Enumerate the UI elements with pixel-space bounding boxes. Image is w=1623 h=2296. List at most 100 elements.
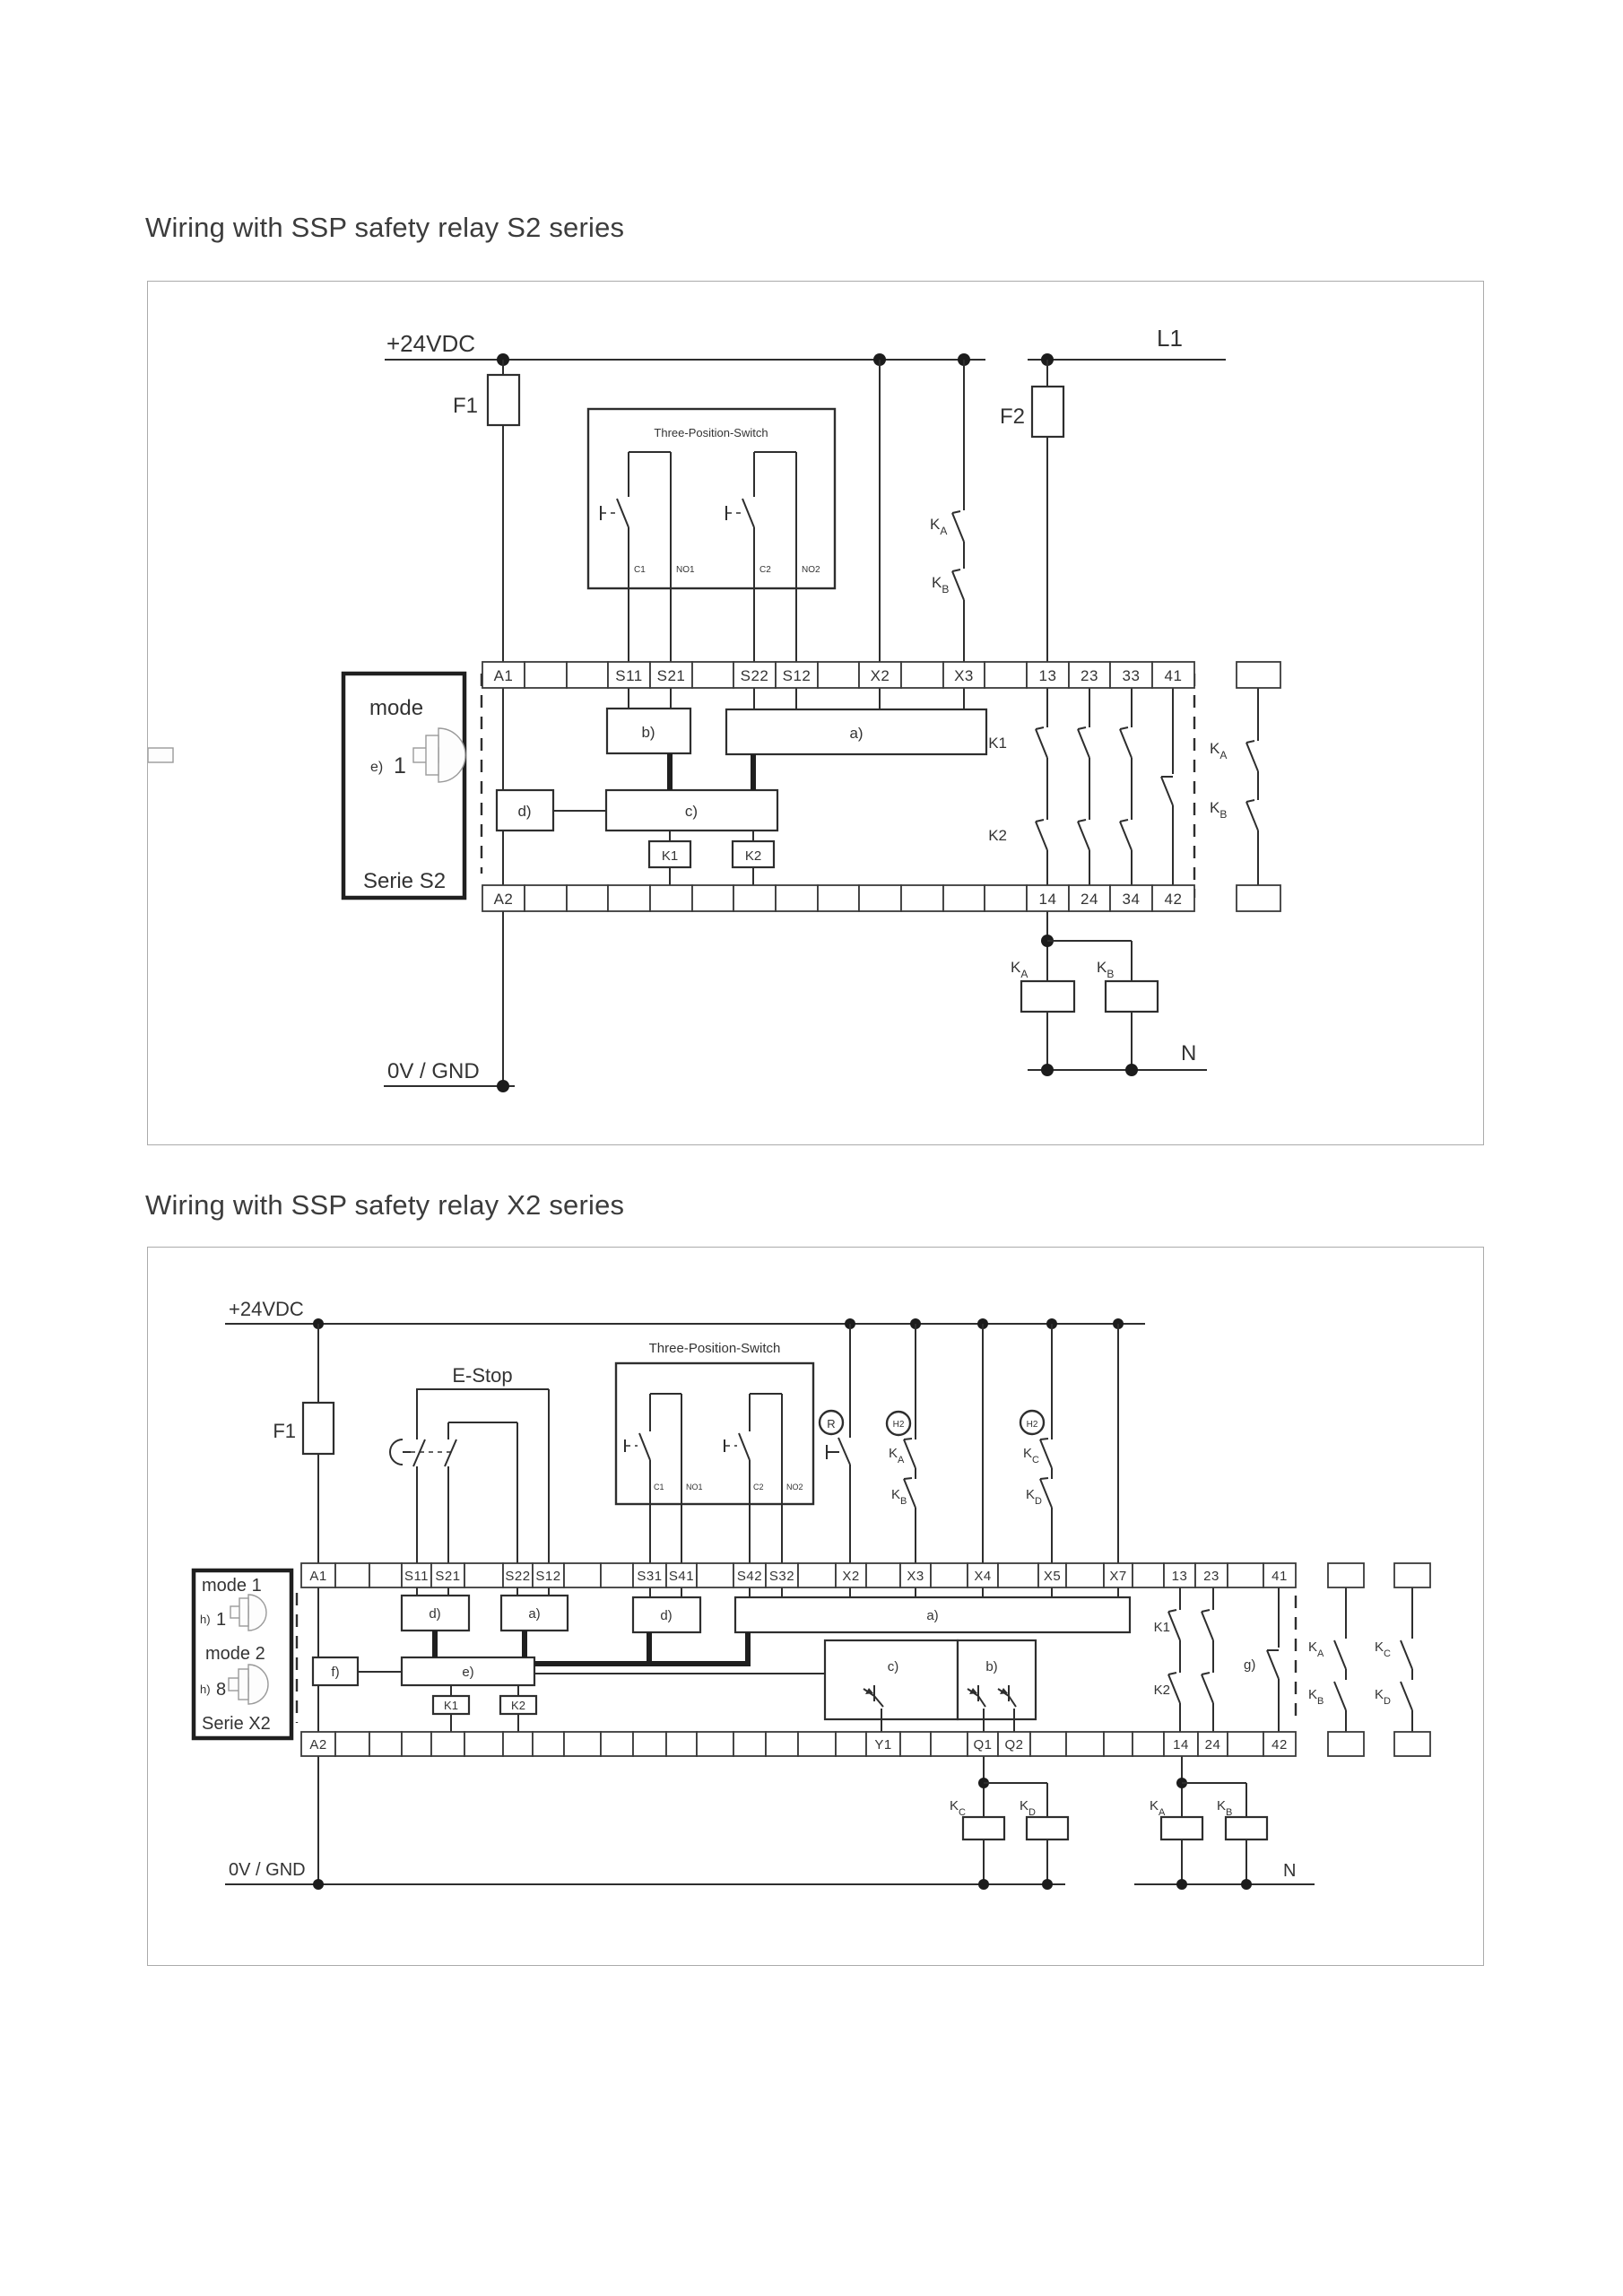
x2-gnd-rail: [225, 1756, 1065, 1890]
x2-terminal-blank: [369, 1562, 403, 1588]
x2-terminal-blank: [600, 1562, 634, 1588]
s2-block-b: [605, 707, 692, 755]
s2-label: +24VDC: [386, 330, 475, 357]
x2-contact-col-23: [1201, 1587, 1214, 1732]
x2-label: d): [660, 1608, 672, 1623]
x2-terminal-blank: [765, 1731, 799, 1757]
s2-label: e): [370, 760, 383, 775]
s2-terminal-33: [1109, 661, 1153, 689]
s2-tps-contact-1: [600, 451, 672, 588]
x2-contactor-label: KC: [950, 1798, 966, 1818]
x2-terminal-blank: [930, 1562, 968, 1588]
x2-terminal-blank: [600, 1731, 634, 1757]
s2-terminal-label-33: 33: [1123, 667, 1141, 684]
x2-label: +24VDC: [229, 1298, 304, 1320]
s2-label: K2: [745, 848, 761, 864]
x2-terminal-blank: [797, 1562, 837, 1588]
x2-label: h): [200, 1683, 211, 1696]
s2-terminal-blank: [817, 661, 860, 689]
x2-terminal-blank: [1103, 1731, 1133, 1757]
x2-reset-indicator-icon: [818, 1409, 845, 1436]
s2-contactor-label: KA: [1011, 959, 1028, 980]
x2-terminal-label-A1: A1: [309, 1569, 326, 1584]
x2-contactor-label: KB: [1308, 1687, 1324, 1707]
x2-terminal-label-S22: S22: [505, 1569, 530, 1584]
x2-floating-terminal: [1393, 1562, 1431, 1588]
s2-label: K1: [662, 848, 678, 864]
x2-block-f: [311, 1656, 360, 1687]
s2-terminal-label-X3: X3: [954, 667, 974, 684]
s2-terminal-label-A1: A1: [494, 667, 514, 684]
x2-reset-column: [818, 1324, 851, 1563]
x2-terminal-blank: [1227, 1562, 1264, 1588]
x2-transistor-icons: [863, 1685, 1017, 1708]
s2-gnd-rail: [384, 911, 515, 1092]
x2-label: g): [1244, 1657, 1255, 1673]
x2-terminal-blank: [502, 1731, 534, 1757]
x2-block-b: [956, 1639, 1037, 1721]
s2-terminal-blank: [524, 661, 568, 689]
x2-terminal-13: [1163, 1562, 1196, 1588]
x2-terminal-Q1: [967, 1731, 999, 1757]
s2-terminal-A2: [482, 884, 525, 912]
s2-terminal-blank: [858, 884, 902, 912]
s2-block-c: [604, 788, 779, 832]
s2-terminal-blank: [691, 884, 734, 912]
x2-estop: [389, 1388, 550, 1563]
x2-kc-kd-coils: [961, 1756, 1070, 1890]
x2-contactor-label: KC: [1023, 1446, 1039, 1465]
x2-contactor-label: KD: [1020, 1798, 1036, 1818]
x2-contactor-label: KD: [1026, 1487, 1042, 1507]
x2-terminal-label-A2: A2: [309, 1737, 326, 1752]
s2-terminal-S22: [733, 661, 777, 689]
section1-title: Wiring with SSP safety relay S2 series: [145, 212, 625, 243]
x2-terminal-label-X3: X3: [907, 1569, 924, 1584]
x2-label: c): [888, 1659, 899, 1674]
s2-fuse-f1: [486, 360, 521, 662]
s2-terminal-42: [1151, 884, 1195, 912]
x2-terminal-blank: [865, 1562, 901, 1588]
s2-label: Three-Position-Switch: [654, 426, 768, 439]
s2-label: mode: [369, 696, 423, 720]
s2-label: F2: [1000, 404, 1025, 429]
s2-terminal-label-S12: S12: [783, 667, 812, 684]
x2-terminal-blank: [334, 1731, 370, 1757]
s2-label: a): [849, 725, 863, 742]
s2-terminal-label-23: 23: [1081, 667, 1098, 684]
x2-terminal-blank: [696, 1562, 734, 1588]
s2-terminal-label-24: 24: [1081, 891, 1098, 908]
x2-terminal-41: [1263, 1562, 1297, 1588]
s2-terminal-blank: [775, 884, 819, 912]
x2-terminal-label-14: 14: [1173, 1737, 1189, 1752]
x2-terminal-blank: [797, 1731, 837, 1757]
s2-terminal-label-42: 42: [1165, 891, 1183, 908]
x2-block-a2: [733, 1596, 1132, 1634]
x2-ka-kb-column: [885, 1324, 916, 1563]
s2-label: K1: [988, 735, 1007, 752]
s2-terminal-label-S22: S22: [741, 667, 769, 684]
x2-kc-coil: [961, 1815, 1006, 1841]
x2-terminal-label-S31: S31: [637, 1569, 662, 1584]
x2-fuse-f1: [301, 1324, 335, 1563]
x2-mode-panel: [191, 1568, 299, 1741]
x2-internal-blocks: [311, 1587, 1132, 1732]
x2-supply-rail: [225, 1318, 1145, 1329]
x2-terminal-label-X4: X4: [974, 1569, 991, 1584]
s2-internal-blocks: [495, 688, 988, 885]
x2-terminal-label-X7: X7: [1109, 1569, 1126, 1584]
x2-estop-mushroom-icon: [389, 1439, 404, 1465]
s2-floating-terminal: [1236, 661, 1281, 689]
x2-ka-coil: [1159, 1815, 1204, 1841]
x2-kc-kd-column: [1019, 1324, 1053, 1563]
x2-kd-coil: [1025, 1815, 1070, 1841]
x2-terminal-S42: [733, 1562, 767, 1588]
s2-terminal-X2: [858, 661, 902, 689]
x2-terminal-blank: [1029, 1731, 1067, 1757]
x2-label: d): [429, 1606, 440, 1622]
x2-block-a1: [499, 1594, 569, 1632]
s2-terminal-blank: [524, 884, 568, 912]
x2-contactor-label: KA: [1308, 1639, 1324, 1659]
s2-terminal-label-13: 13: [1039, 667, 1057, 684]
